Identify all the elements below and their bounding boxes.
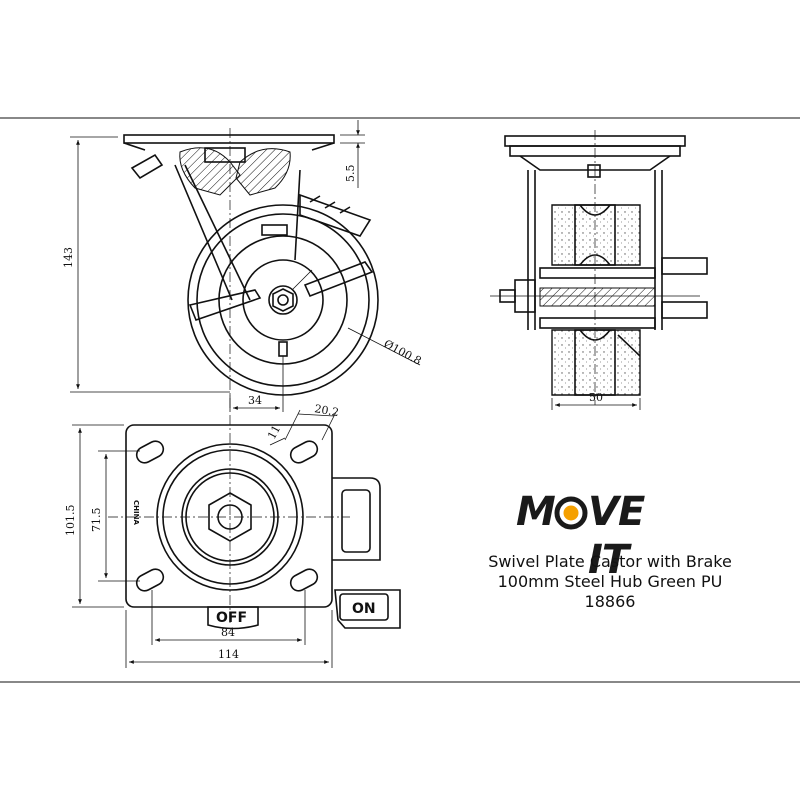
plate-marking: CHINA <box>132 500 140 525</box>
product-caption: Swivel Plate Castor with Brake 100mm Ste… <box>440 552 780 612</box>
brake-on-label: ON <box>352 601 376 617</box>
brand-logo-o-icon <box>554 496 588 530</box>
dim-wheel-width: 50 <box>589 391 603 404</box>
caption-line-2: 100mm Steel Hub Green PU <box>497 572 723 591</box>
dim-hole-spacing-length: 71.5 <box>90 508 103 533</box>
top-view-dimensions: 101.5 71.5 84 114 20.2 11 <box>64 402 340 668</box>
dim-bolt-offset: 34 <box>248 394 262 407</box>
caption-line-1: Swivel Plate Castor with Brake <box>488 552 732 571</box>
dim-plate-width: 114 <box>218 648 239 661</box>
dim-plate-length: 101.5 <box>64 505 77 537</box>
brand-logo-part2: VE IT <box>588 489 645 583</box>
dim-slot-length: 20.2 <box>313 402 339 419</box>
dim-wheel-diameter: Ø100.8 <box>382 337 424 367</box>
dim-height: 143 <box>62 247 75 268</box>
brand-logo-part1: M <box>516 489 556 535</box>
brand-logo: M VE IT <box>516 488 691 583</box>
dim-hole-spacing-width: 84 <box>221 626 235 639</box>
dim-plate-offset: 5.5 <box>344 165 357 183</box>
side-view <box>123 128 379 410</box>
top-view: CHINA OFF ON <box>108 415 401 630</box>
front-view-dimensions: 50 <box>551 391 641 410</box>
brake-off-label: OFF <box>216 610 247 626</box>
front-view <box>490 130 708 405</box>
caption-line-3: 18866 <box>584 592 636 611</box>
dim-slot-width: 11 <box>265 423 283 441</box>
